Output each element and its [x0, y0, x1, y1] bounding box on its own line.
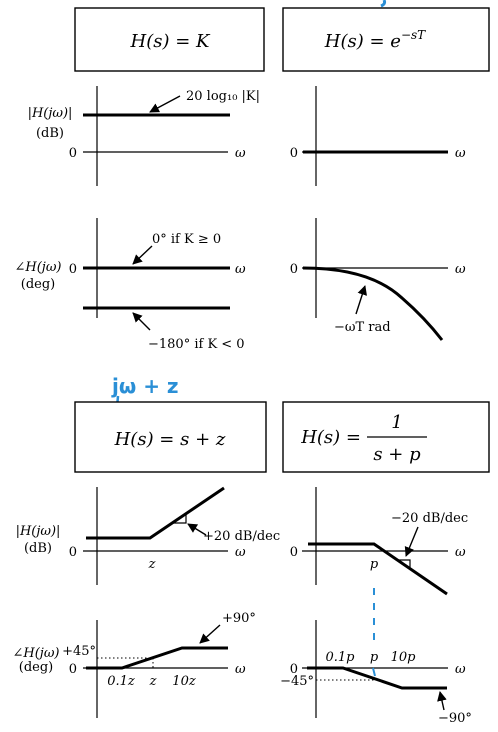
zero-mag-zero: 0 [69, 545, 77, 560]
zero-phase-curve [86, 646, 228, 670]
delay-phase-curve [302, 266, 444, 341]
zero-phase-45: +45° [62, 644, 96, 659]
blue-mark-top [380, 0, 387, 8]
zero-phase-omega: ω [235, 662, 246, 677]
zero-mag-omega: ω [235, 545, 246, 560]
gain-phase-note-pos: 0° if K ≥ 0 [152, 232, 221, 247]
gain-mag-label-1: |H(jω)| [28, 106, 73, 121]
pole-phase-90: −90° [438, 711, 472, 726]
zero-phase-tick-z: z [149, 674, 157, 689]
pole-phase-tick-p: p [370, 650, 379, 665]
pole-title-lhs: H(s) = [300, 427, 361, 448]
zero-phase-label-2: (deg) [19, 660, 53, 675]
pole-phase-45: −45° [280, 674, 314, 689]
pole-mag-tick-p: p [370, 557, 379, 572]
zero-phase-zero: 0 [69, 662, 77, 677]
pole-mag-slope-triangle [397, 559, 411, 569]
zero-phase-label-1: ∠H(jω) [12, 646, 59, 661]
pole-title-den: s + p [373, 444, 421, 465]
gain-phase-zero: 0 [69, 262, 77, 277]
pole-phase-arrow [437, 691, 447, 711]
zero-mag-slope-triangle [173, 514, 187, 524]
pole-mag-omega: ω [455, 545, 466, 560]
pole-phase-omega: ω [455, 662, 466, 677]
delay-phase-note: −ωT rad [334, 320, 391, 335]
zero-mag-tick-z: z [148, 557, 156, 572]
blue-tick-pole [372, 667, 376, 677]
gain-phase-arrow-pos [132, 245, 153, 265]
handwritten-note: jω + z [111, 374, 179, 398]
pole-mag-curve [308, 542, 448, 596]
delay-mag-zero: 0 [290, 146, 298, 161]
gain-phase-note-neg: −180° if K < 0 [148, 337, 245, 352]
pole-phase-tick-01p: 0.1p [326, 650, 356, 665]
zero-mag-slope: +20 dB/dec [203, 529, 280, 544]
zero-phase-arrow [199, 624, 221, 644]
delay-phase-plot: 0 ω −ωT rad [290, 218, 466, 341]
gain-mag-zero: 0 [69, 146, 77, 161]
zero-phase-90: +90° [222, 611, 256, 626]
gain-mag-label-2: (dB) [36, 126, 64, 141]
zero-magnitude-plot: |H(jω)| (dB) 0 ω z +20 dB/dec [16, 486, 280, 585]
gain-mag-omega: ω [235, 146, 246, 161]
gain-mag-annotation: 20 log₁₀ |K| [186, 89, 260, 104]
zero-mag-label-2: (dB) [24, 541, 52, 556]
gain-phase-label-1: ∠H(jω) [14, 260, 61, 275]
delay-title-box [282, 7, 490, 72]
gain-mag-arrow [149, 95, 181, 113]
delay-title: H(s) = e−sT [324, 28, 426, 52]
pole-mag-zero: 0 [290, 545, 298, 560]
zero-title-box [74, 401, 267, 473]
delay-phase-arrow [355, 285, 367, 315]
gain-title-box [74, 7, 265, 72]
gain-phase-plot: ∠H(jω) (deg) 0 ω 0° if K ≥ 0 −180° if K … [14, 218, 246, 352]
delay-phase-omega: ω [455, 262, 466, 277]
pole-title-num: 1 [391, 412, 402, 433]
gain-phase-omega: ω [235, 262, 246, 277]
pole-phase-plot: 0 ω 0.1p p 10p −45° −90° [280, 620, 472, 726]
delay-mag-omega: ω [455, 146, 466, 161]
gain-magnitude-plot: |H(jω)| (dB) 0 ω 20 log₁₀ |K| [28, 86, 260, 186]
zero-phase-tick-01z: 0.1z [107, 674, 135, 689]
zero-phase-plot: ∠H(jω) (deg) 0 ω +45° +90° 0.1z z 10z [12, 611, 256, 718]
delay-phase-zero: 0 [290, 262, 298, 277]
pole-phase-curve [307, 666, 447, 690]
zero-mag-arrow [187, 523, 207, 536]
gain-phase-label-2: (deg) [21, 277, 55, 292]
pole-phase-tick-10p: 10p [391, 650, 417, 665]
pole-mag-slope: −20 dB/dec [391, 511, 468, 526]
gain-title: H(s) = K [130, 31, 212, 52]
zero-mag-label-1: |H(jω)| [16, 524, 61, 539]
zero-phase-tick-10z: 10z [172, 674, 196, 689]
pole-phase-zero: 0 [290, 662, 298, 677]
pole-magnitude-plot: 0 ω p −20 dB/dec [290, 487, 468, 596]
zero-title: H(s) = s + z [114, 429, 226, 450]
zero-mag-curve [86, 486, 225, 540]
delay-magnitude-plot: 0 ω [290, 86, 466, 186]
gain-phase-arrow-neg [132, 312, 151, 331]
pole-mag-arrow [404, 526, 419, 557]
